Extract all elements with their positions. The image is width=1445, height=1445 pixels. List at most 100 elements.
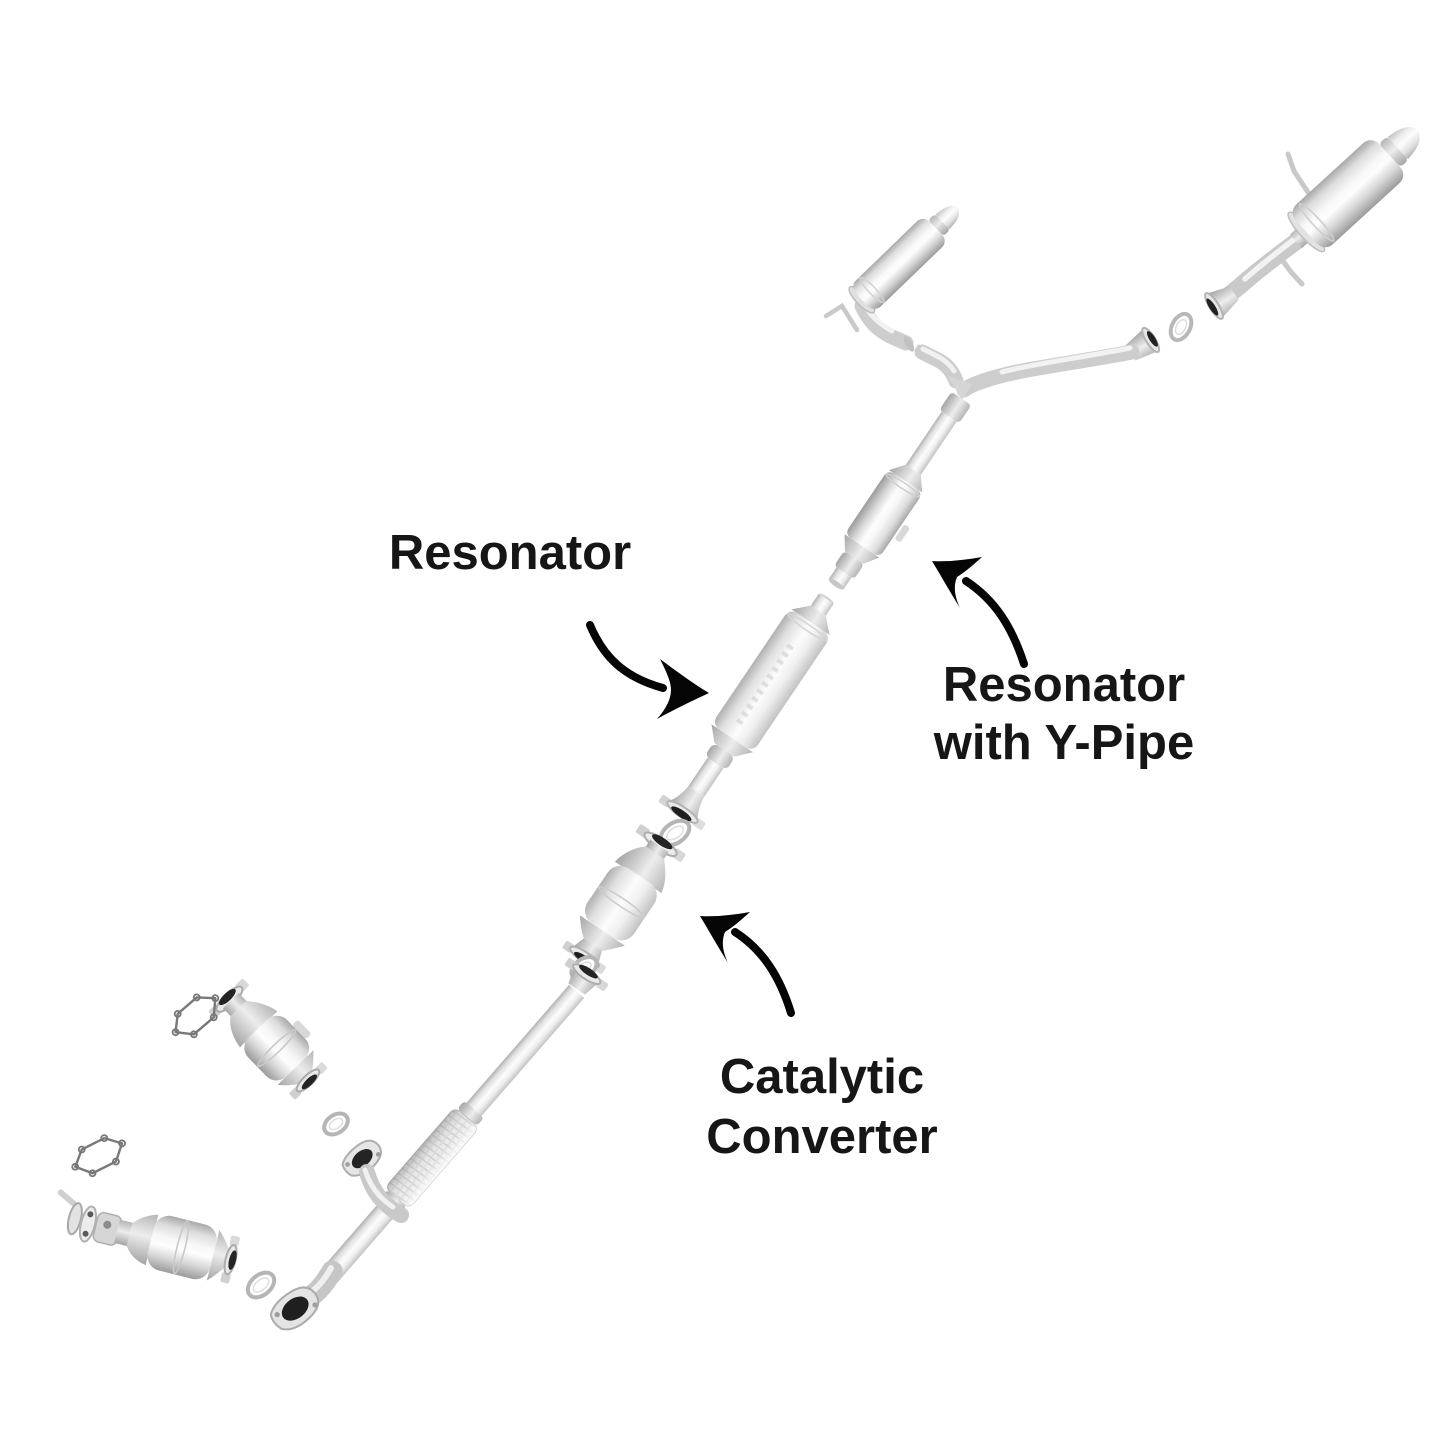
muffler-tip — [935, 205, 960, 230]
inlet-neck — [114, 1219, 133, 1247]
resonator-outlet-cone — [711, 724, 753, 757]
wire-form-gasket — [171, 993, 220, 1039]
bolt-hole — [274, 1312, 280, 1318]
pipe-opening — [219, 988, 236, 1006]
flange-ear — [220, 1272, 231, 1284]
main-exhaust-run — [658, 393, 970, 830]
downpipe — [688, 757, 724, 797]
clamp-detail — [103, 1220, 112, 1229]
arrow-tail — [962, 577, 1028, 668]
front-pipe-upper — [466, 984, 585, 1116]
resonator-bracket-tab — [895, 524, 910, 542]
catalytic-converter — [562, 824, 686, 974]
front-pipe-lower — [320, 1200, 397, 1284]
resonator-label: Resonator — [389, 526, 631, 580]
neck-collar — [706, 744, 733, 769]
pipe-stub — [810, 593, 834, 616]
resonator-y-pipe-label-line1: Resonator — [943, 658, 1185, 712]
y-right-branch-pipe — [956, 344, 1140, 398]
muffler-shell — [853, 218, 945, 309]
converter-shell — [147, 1215, 217, 1280]
pipe-opening — [301, 1074, 317, 1090]
resonator-y-pipe-arrow — [932, 557, 1028, 668]
muffler-seam — [1298, 202, 1335, 242]
bolt-hole — [375, 1152, 381, 1157]
muffler-hanger-rod-icon — [1285, 151, 1316, 203]
flex-shading — [387, 1109, 477, 1206]
tip-collar — [929, 215, 949, 235]
weld-band — [257, 1028, 297, 1068]
weld-band — [598, 886, 645, 919]
muffler-hanger-rod-icon — [1277, 254, 1305, 287]
front-pipe-run — [320, 984, 585, 1284]
pipe-opening — [228, 1250, 237, 1270]
flange-bell — [568, 967, 598, 995]
pipe-opening — [652, 834, 673, 850]
arrow-head — [932, 557, 982, 608]
gasket-ring — [245, 1270, 277, 1300]
resonator-inlet-cone — [888, 464, 923, 493]
inlet-neck — [222, 992, 247, 1017]
right-tailpipe-flange — [1204, 286, 1239, 320]
wire-form-gasket — [71, 1134, 126, 1178]
left-muffler-body — [848, 205, 960, 314]
flex-collar — [458, 1102, 483, 1125]
right-muffler-assembly — [1204, 127, 1420, 320]
right-tailpipe-highlight — [1242, 235, 1299, 282]
flange-bell — [669, 786, 705, 820]
pipe-opening — [1206, 298, 1219, 316]
muffler-hanger-wire-icon — [823, 302, 860, 333]
arrow-head — [700, 912, 750, 963]
front-pipe-inlet-flange — [564, 958, 609, 995]
catalytic-converter-label-line1: Catalytic — [720, 1050, 924, 1104]
left-muffler-outlet-pipe — [854, 298, 914, 351]
pipe-highlight — [920, 346, 957, 374]
pipe-opening — [281, 1296, 309, 1321]
embossed-logo-texture — [735, 643, 795, 726]
resonator-outlet-cone — [844, 534, 880, 564]
inlet-cone — [614, 846, 666, 894]
pipe-opening — [351, 1149, 373, 1169]
flange-ear — [229, 1235, 240, 1247]
resonator-arrow — [586, 621, 709, 719]
sleeve-clamp — [835, 552, 863, 578]
resonator-y-pipe-label-line2: with Y-Pipe — [933, 716, 1194, 770]
seam — [885, 473, 921, 498]
front-pipe-outlet-flange — [269, 1286, 320, 1331]
bolt-hole — [312, 1302, 318, 1308]
pipe-break-cap — [903, 336, 915, 352]
pipe-opening — [579, 964, 598, 979]
inlet-neck — [645, 839, 669, 860]
front-flex-pipe-assembly — [269, 958, 609, 1331]
resonator-inlet-cone — [791, 605, 830, 636]
bolt-hole — [87, 1211, 94, 1218]
tip-collar — [1380, 137, 1407, 166]
converter-shell — [244, 1015, 310, 1081]
arrow-tail — [586, 621, 667, 692]
converter-shell — [585, 865, 657, 941]
resonator-with-y-pipe-body — [847, 472, 921, 555]
y-crotch — [948, 376, 972, 400]
manifold-catalytic-converter-upper — [208, 978, 328, 1100]
pipe-stub — [828, 567, 852, 590]
outlet-cone — [580, 915, 625, 951]
catalytic-converter-label-line2: Converter — [706, 1110, 937, 1164]
arrow-head — [657, 659, 709, 719]
y-pipe — [914, 326, 1161, 400]
inlet-flange-disc — [66, 1202, 83, 1236]
gasket-ring — [1168, 311, 1194, 343]
weld-band — [172, 1220, 190, 1275]
flange-bell — [1208, 286, 1239, 317]
muffler-seam — [859, 276, 885, 304]
intermediate-pipe — [905, 411, 957, 475]
arrow-tail — [731, 928, 795, 1017]
bracket-tab — [293, 1020, 311, 1039]
muffler-tip — [1387, 127, 1420, 160]
bolt-hole — [345, 1162, 350, 1167]
pipe-highlight — [362, 1167, 396, 1210]
gasket-ring — [322, 1111, 350, 1137]
inlet-cone — [230, 1000, 278, 1048]
inlet-cone — [126, 1214, 159, 1266]
